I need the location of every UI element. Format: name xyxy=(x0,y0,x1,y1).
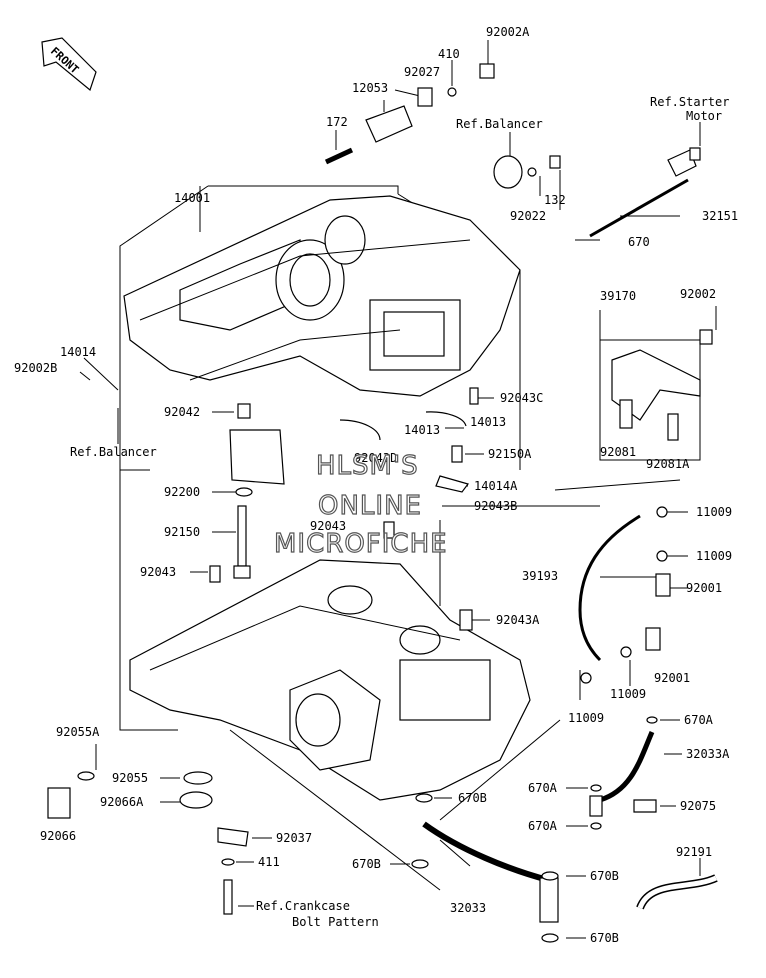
label-92001-a: 92001 xyxy=(686,581,722,595)
label-ref-starter-motor-2: Motor xyxy=(686,109,722,123)
label-92075: 92075 xyxy=(680,799,716,813)
label-92027: 92027 xyxy=(404,65,440,79)
label-39193: 39193 xyxy=(522,569,558,583)
lower-crankcase xyxy=(129,559,531,801)
label-32151: 32151 xyxy=(702,209,738,223)
label-92055A: 92055A xyxy=(56,725,100,739)
label-410: 410 xyxy=(438,47,460,61)
label-92081A: 92081A xyxy=(646,457,690,471)
label-670B-mid: 670B xyxy=(352,857,381,871)
label-92200: 92200 xyxy=(164,485,200,499)
label-92043-left: 92043 xyxy=(140,565,176,579)
watermark-line-1: HLSM'S xyxy=(316,451,419,481)
label-92037: 92037 xyxy=(276,831,312,845)
label-ref-balancer-left: Ref.Balancer xyxy=(70,445,157,459)
watermark-line-2: ONLINE xyxy=(318,491,422,521)
label-11009-b: 11009 xyxy=(696,549,732,563)
label-92043-center: 92043 xyxy=(310,519,346,533)
label-ref-crankcase-1: Ref.Crankcase xyxy=(256,899,350,913)
label-92022: 92022 xyxy=(510,209,546,223)
label-92043B: 92043B xyxy=(474,499,517,513)
label-92066A: 92066A xyxy=(100,795,144,809)
label-172: 172 xyxy=(326,115,348,129)
label-92043C: 92043C xyxy=(500,391,543,405)
label-670A-top: 670A xyxy=(684,713,714,727)
label-11009-a: 11009 xyxy=(696,505,732,519)
label-ref-balancer-top: Ref.Balancer xyxy=(456,117,543,131)
label-11009-c: 11009 xyxy=(610,687,646,701)
label-92191: 92191 xyxy=(676,845,712,859)
label-32033: 32033 xyxy=(450,901,486,915)
label-92081: 92081 xyxy=(600,445,636,459)
label-92001-b: 92001 xyxy=(654,671,690,685)
label-11009-d: 11009 xyxy=(568,711,604,725)
front-arrow-icon: FRONT xyxy=(41,37,97,92)
label-92002A: 92002A xyxy=(486,25,530,39)
part-labels: 92002A 410 92027 12053 172 Ref.Balancer … xyxy=(14,25,738,945)
label-670B-top: 670B xyxy=(458,791,487,805)
watermark-line-3: MICROFICHE xyxy=(274,529,448,559)
label-92150A: 92150A xyxy=(488,447,532,461)
label-92150: 92150 xyxy=(164,525,200,539)
label-14013-right: 14013 xyxy=(470,415,506,429)
label-670: 670 xyxy=(628,235,650,249)
upper-crankcase xyxy=(123,195,521,397)
watermark: HLSM'S ONLINE MICROFICHE xyxy=(273,450,448,559)
label-132: 132 xyxy=(544,193,566,207)
small-parts xyxy=(47,63,718,943)
label-411: 411 xyxy=(258,855,280,869)
label-670B-right: 670B xyxy=(590,869,619,883)
label-670A-mid: 670A xyxy=(528,781,558,795)
label-92002: 92002 xyxy=(680,287,716,301)
label-92043D: 92043D xyxy=(354,451,397,465)
label-39170: 39170 xyxy=(600,289,636,303)
leader-lines xyxy=(79,40,717,939)
label-14001: 14001 xyxy=(174,191,210,205)
label-14014A: 14014A xyxy=(474,479,518,493)
label-670A-bot: 670A xyxy=(528,819,558,833)
label-14014: 14014 xyxy=(60,345,96,359)
label-12053: 12053 xyxy=(352,81,388,95)
label-ref-crankcase-2: Bolt Pattern xyxy=(292,915,379,929)
label-32033A: 32033A xyxy=(686,747,730,761)
label-670B-bot: 670B xyxy=(590,931,619,945)
label-92042: 92042 xyxy=(164,405,200,419)
label-92002B: 92002B xyxy=(14,361,57,375)
label-14013-left: 14013 xyxy=(404,423,440,437)
label-92043A: 92043A xyxy=(496,613,540,627)
label-92066: 92066 xyxy=(40,829,76,843)
label-ref-starter-motor-1: Ref.Starter xyxy=(650,95,729,109)
label-92055: 92055 xyxy=(112,771,148,785)
